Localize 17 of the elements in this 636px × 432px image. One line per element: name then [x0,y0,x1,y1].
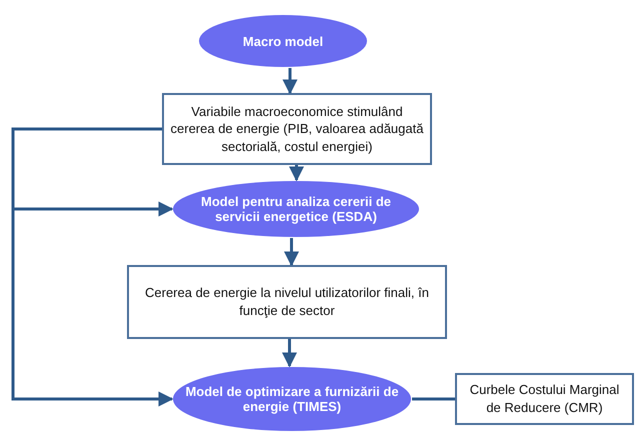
process-box [455,373,634,425]
arrow [282,68,298,94]
box-text: Curbele Costului Marginal de Reducere (CMR) [468,381,620,417]
arrow [284,238,299,266]
model-label: Model de optimizare a furnizării de energie (TIMES) [184,384,400,414]
model-ellipse [172,366,412,432]
arrow [12,128,174,406]
model-ellipse [198,14,368,68]
arrow [289,165,304,182]
arrow [282,339,297,368]
box-text: Variabile macroeconomice stimulând cererea de energie (PIB, valoarea adăugată sectorială, costul energiei) [170,102,424,156]
model-label: Model pentru analiza cererii de servicii energetice (ESDA) [200,194,392,224]
model-label: Macro model [242,34,324,48]
box-text: Cererea de energie la nivelul utilizatorilor finali, în funcţie de sector [144,284,430,320]
model-ellipse [172,180,420,238]
process-box [162,93,432,165]
process-box [127,265,447,339]
